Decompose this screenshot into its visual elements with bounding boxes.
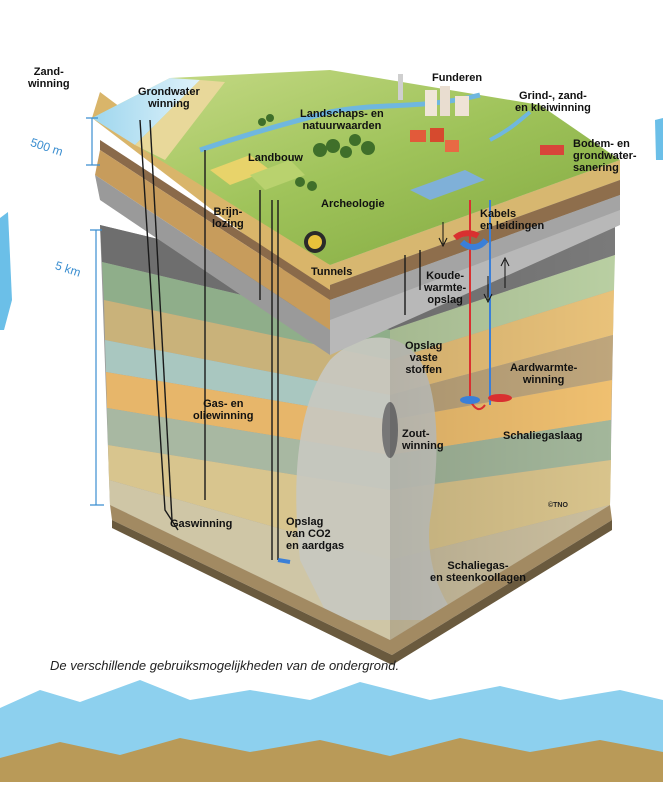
label-schaliegaslaag: Schaliegaslaag [503, 430, 583, 442]
label-gasolie: Gas- en oliewinning [193, 398, 254, 422]
label-landbouw: Landbouw [248, 152, 303, 164]
deep-subsurface-block [100, 220, 615, 665]
label-gaswinning: Gaswinning [170, 518, 233, 530]
landscape-surface [92, 70, 620, 265]
label-kabels: Kabels en leidingen [480, 208, 545, 232]
label-grindwinning: Grind-, zand- en kleiwinning [515, 90, 591, 114]
label-opslagco2: Opslag van CO2 en aardgas [286, 516, 345, 552]
label-aardwarmte: Aardwarmte- winning [510, 362, 578, 386]
sea [92, 78, 200, 145]
figure-caption: De verschillende gebruiksmogelijkheden v… [50, 658, 400, 673]
wells [139, 119, 421, 560]
label-tunnels: Tunnels [311, 266, 353, 278]
copyright-mark: ©TNO [548, 502, 568, 509]
label-koudewarmte: Koude- warmte- opslag [424, 270, 467, 306]
label-grondwaterwinning: Grondwater winning [138, 86, 200, 110]
label-brijnlozing: Brijn- lozing [212, 206, 244, 230]
edge-decoration-right [655, 118, 663, 160]
label-archeologie: Archeologie [321, 198, 385, 210]
label-opslagvast: Opslag vaste stoffen [405, 340, 443, 376]
scale-brackets [86, 117, 104, 506]
label-landschap: Landschaps- en natuurwaarden [300, 108, 384, 132]
edge-decoration-left [0, 212, 12, 330]
town [398, 74, 469, 152]
decorative-mountain-band [0, 738, 663, 782]
label-funderen: Funderen [432, 72, 483, 84]
label-schaliegaslagen: Schaliegas- en steenkoollagen [430, 560, 526, 584]
industry [540, 145, 564, 155]
label-zandwinning: Zand- winning [28, 66, 70, 90]
greenhouses [410, 170, 485, 200]
label-zoutwinning: Zout- winning [402, 428, 444, 452]
label-bodemsanering: Bodem- en grondwater- sanering [573, 138, 637, 174]
